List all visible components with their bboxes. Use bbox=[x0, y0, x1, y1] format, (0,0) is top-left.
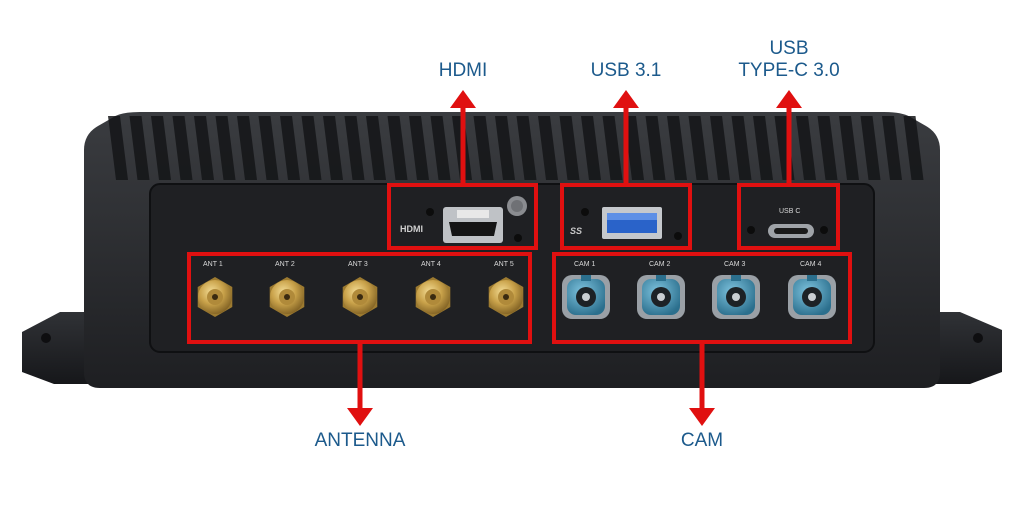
heatsink-fin bbox=[602, 116, 623, 180]
heatsink-fin bbox=[366, 116, 386, 180]
cam-port-label: CAM 2 bbox=[649, 261, 671, 268]
hdmi-callout-label: HDMI bbox=[438, 60, 488, 81]
usbc-panel-label: USB C bbox=[779, 208, 800, 215]
heatsink-fin bbox=[796, 116, 816, 180]
heatsink-fin bbox=[151, 116, 171, 180]
heatsink-fin bbox=[559, 116, 580, 180]
hdmi-logo-text: HDMI bbox=[400, 224, 423, 234]
heatsink-fin bbox=[280, 116, 300, 180]
screw-icon bbox=[747, 226, 755, 234]
heatsink-fin bbox=[258, 116, 279, 180]
heatsink-fin bbox=[129, 116, 150, 180]
heatsink-fin bbox=[323, 116, 343, 180]
cam-callout-label: CAM bbox=[680, 430, 724, 451]
mount-hole bbox=[973, 333, 983, 343]
heatsink-fin bbox=[624, 116, 644, 180]
usbc-port: USB C bbox=[747, 208, 828, 238]
hdmi-port: HDMI bbox=[400, 196, 527, 243]
screw-icon bbox=[581, 208, 589, 216]
screw-icon bbox=[674, 232, 682, 240]
heatsink-fin bbox=[645, 116, 666, 180]
sma-connector: ANT 4 bbox=[415, 261, 451, 317]
antenna-connectors: ANT 1 ANT 2 ANT 3 ANT 4 ANT 5 bbox=[197, 261, 524, 317]
fakra-connector: CAM 4 bbox=[788, 261, 836, 319]
mount-hole bbox=[41, 333, 51, 343]
heatsink-fin bbox=[172, 116, 193, 180]
heatsink-fin bbox=[817, 116, 838, 180]
screw-icon bbox=[514, 234, 522, 242]
usbc-callout-label: USB TYPE-C 3.0 bbox=[719, 38, 859, 82]
heatsink-fin bbox=[538, 116, 558, 180]
heatsink-fin bbox=[860, 116, 881, 180]
heatsink-fin bbox=[409, 116, 429, 180]
fakra-connector: CAM 3 bbox=[712, 261, 760, 319]
heatsink-fin bbox=[516, 116, 537, 180]
heatsink-fin bbox=[495, 116, 515, 180]
heatsink-fin bbox=[237, 116, 257, 180]
cam-port-label: CAM 1 bbox=[574, 261, 596, 268]
cam-port-label: CAM 4 bbox=[800, 261, 822, 268]
usb31-callout-label: USB 3.1 bbox=[590, 60, 662, 81]
usb-ss-logo: SS bbox=[570, 226, 582, 236]
heatsink-fin bbox=[882, 116, 902, 180]
heatsink-fin bbox=[387, 116, 408, 180]
heatsink-fins bbox=[108, 116, 924, 180]
screw-icon bbox=[820, 226, 828, 234]
antenna-port-label: ANT 4 bbox=[421, 261, 441, 268]
antenna-port-label: ANT 1 bbox=[203, 261, 223, 268]
heatsink-fin bbox=[581, 116, 601, 180]
camera-connectors: CAM 1 CAM 2 CAM 3 CAM 4 bbox=[562, 261, 836, 319]
antenna-callout-label: ANTENNA bbox=[314, 430, 406, 451]
heatsink-fin bbox=[710, 116, 730, 180]
heatsink-fin bbox=[839, 116, 859, 180]
heatsink-fin bbox=[753, 116, 773, 180]
usbc-callout-line1: USB bbox=[769, 38, 809, 59]
fakra-connector: CAM 1 bbox=[562, 261, 610, 319]
heatsink-fin bbox=[473, 116, 494, 180]
antenna-port-label: ANT 2 bbox=[275, 261, 295, 268]
screw-icon bbox=[426, 208, 434, 216]
sma-connector: ANT 1 bbox=[197, 261, 233, 317]
usbc-callout-line2: TYPE-C 3.0 bbox=[738, 60, 840, 81]
heatsink-fin bbox=[215, 116, 236, 180]
antenna-port-label: ANT 5 bbox=[494, 261, 514, 268]
sma-connector: ANT 5 bbox=[488, 261, 524, 317]
sma-connector: ANT 2 bbox=[269, 261, 305, 317]
heatsink-fin bbox=[688, 116, 709, 180]
callout-arrows bbox=[347, 90, 802, 426]
cam-port-label: CAM 3 bbox=[724, 261, 746, 268]
heatsink-fin bbox=[108, 116, 128, 180]
fakra-connector: CAM 2 bbox=[637, 261, 685, 319]
usb31-port: SS bbox=[570, 207, 682, 240]
heatsink-fin bbox=[903, 116, 924, 180]
heatsink-fin bbox=[194, 116, 214, 180]
heatsink-fin bbox=[344, 116, 365, 180]
heatsink-fin bbox=[667, 116, 687, 180]
sma-connector: ANT 3 bbox=[342, 261, 378, 317]
heatsink-fin bbox=[731, 116, 752, 180]
heatsink-fin bbox=[430, 116, 451, 180]
antenna-port-label: ANT 3 bbox=[348, 261, 368, 268]
heatsink-fin bbox=[301, 116, 322, 180]
